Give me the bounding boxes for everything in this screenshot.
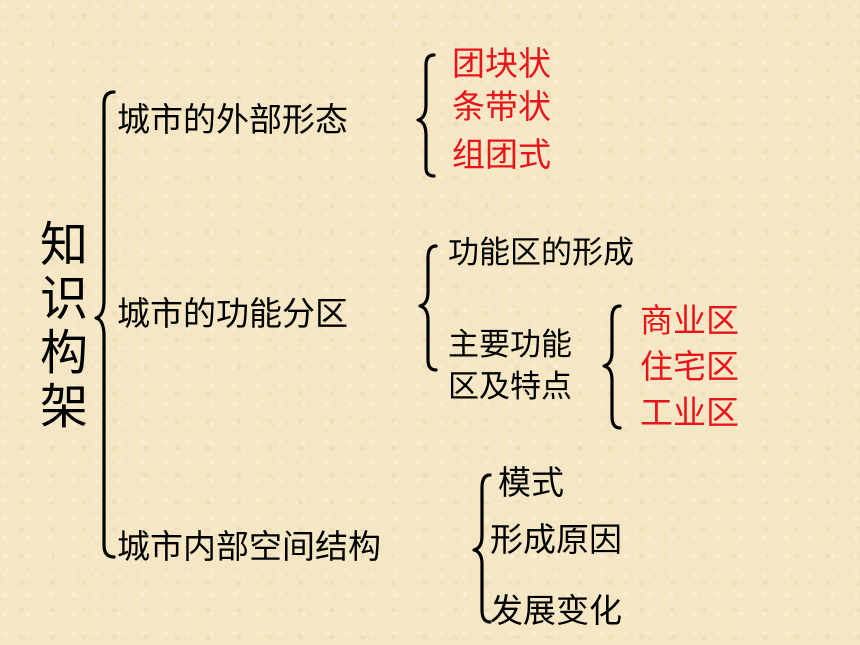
main-zone-brace	[602, 304, 622, 430]
structure-item: 发展变化	[490, 591, 622, 630]
form-item: 组团式	[452, 135, 551, 174]
root-char: 构	[39, 325, 88, 381]
zone-formation: 功能区的形成	[448, 235, 634, 271]
structure-item: 模式	[498, 463, 564, 502]
zone-type: 商业区	[640, 301, 739, 340]
form-item: 团块状	[452, 44, 551, 83]
form-item: 条带状	[452, 87, 551, 126]
zone-brace	[418, 244, 438, 372]
main-zone-features-line: 主要功能	[448, 327, 572, 363]
root-char: 知	[39, 217, 88, 273]
root-title: 知 识 构 架	[36, 218, 92, 434]
root-char: 识	[39, 271, 88, 327]
branch-external-form: 城市的外部形态	[117, 100, 348, 139]
main-zone-features-line: 区及特点	[448, 369, 572, 405]
root-char: 架	[39, 379, 88, 435]
structure-item: 形成原因	[490, 520, 622, 559]
zone-type: 工业区	[640, 393, 739, 432]
zone-type: 住宅区	[640, 347, 739, 386]
branch-spatial-structure: 城市内部空间结构	[117, 527, 381, 566]
structure-brace	[472, 473, 492, 624]
main-zone-features: 主要功能 区及特点	[448, 324, 572, 408]
main-brace	[94, 90, 116, 559]
branch-functional-zoning: 城市的功能分区	[117, 294, 348, 333]
form-brace	[416, 53, 436, 178]
